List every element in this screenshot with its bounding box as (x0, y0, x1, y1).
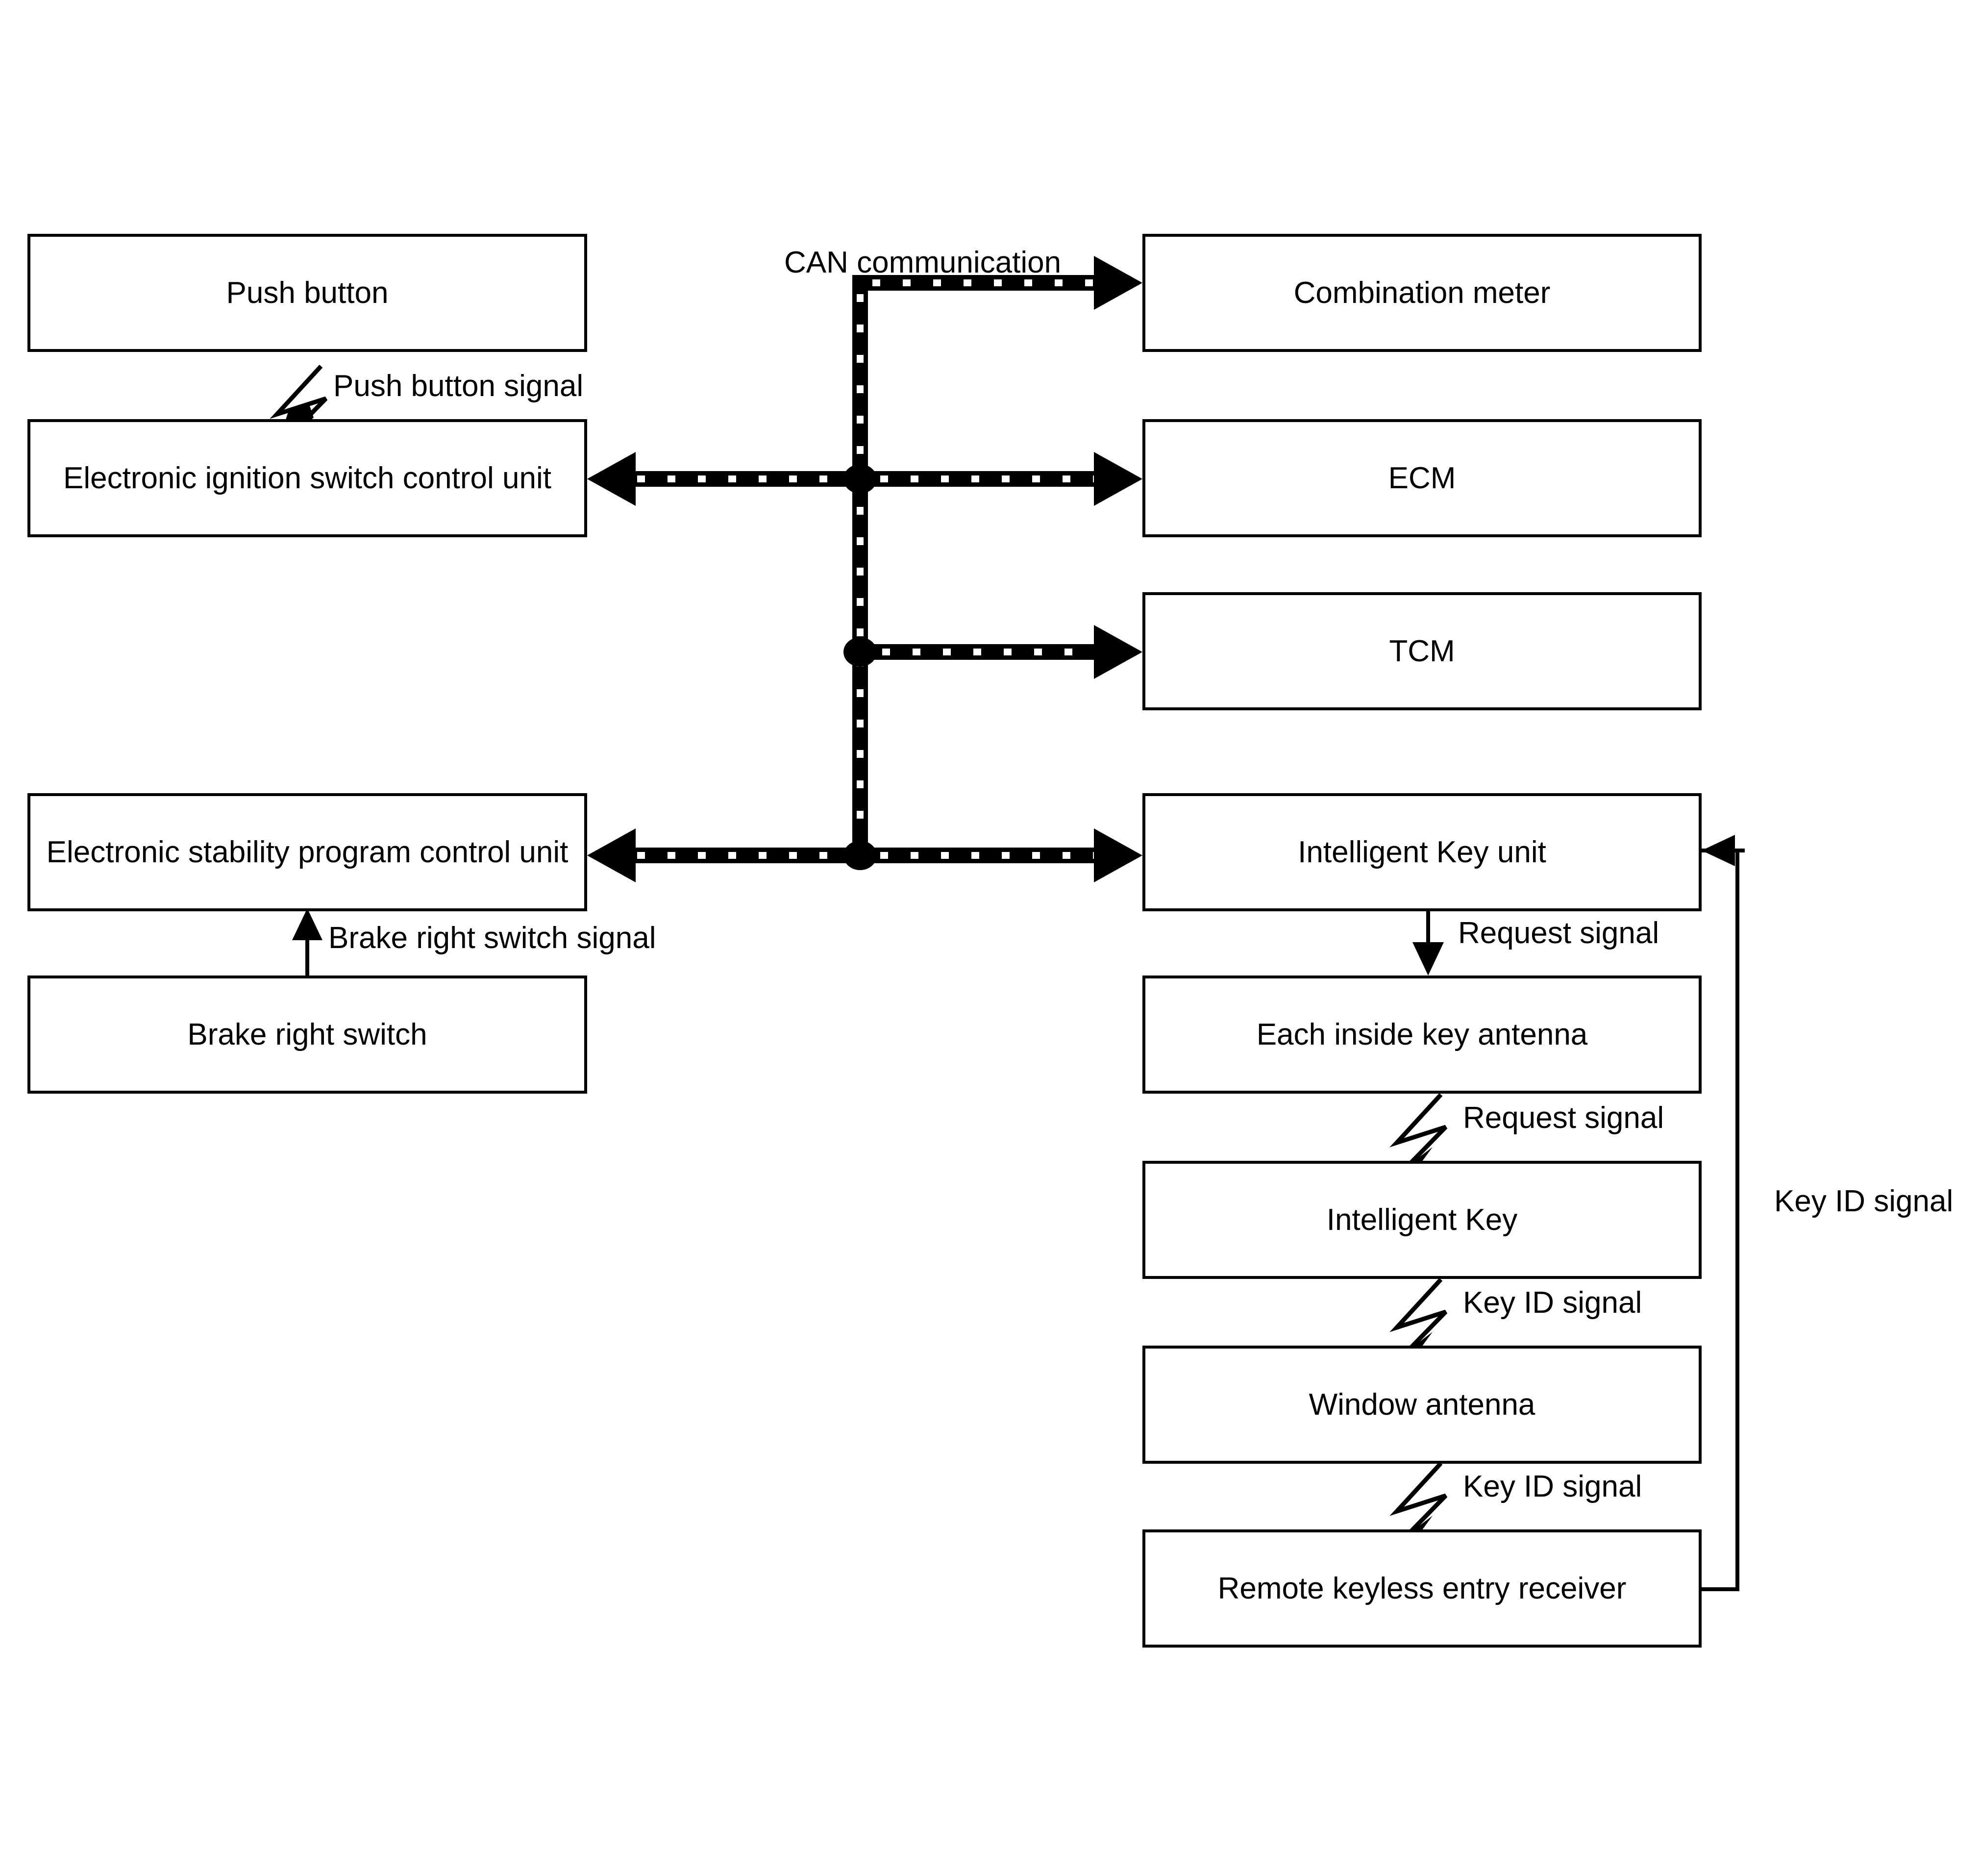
label-request-signal-unit-to-antenna: Request signal (1458, 916, 1659, 950)
node-label: Each inside key antenna (1256, 1017, 1588, 1051)
can-arrowhead-intelligent-key-unit (1094, 828, 1142, 882)
can-arrowhead-combination-meter (1094, 256, 1142, 310)
label-brake-right-switch-signal: Brake right switch signal (328, 921, 656, 955)
node-intelligent-key[interactable]: Intelligent Key (1142, 1161, 1702, 1279)
can-bus-junction-dots (843, 464, 877, 870)
node-label: TCM (1389, 634, 1455, 668)
node-electronic-stability-program-control-unit[interactable]: Electronic stability program control uni… (27, 793, 587, 911)
node-label: Window antenna (1309, 1387, 1535, 1422)
node-label: Push button (226, 275, 389, 310)
node-push-button[interactable]: Push button (27, 234, 587, 352)
node-remote-keyless-entry-receiver[interactable]: Remote keyless entry receiver (1142, 1529, 1702, 1648)
label-request-signal-antenna-to-key: Request signal (1463, 1101, 1664, 1135)
arrow-request-signal-to-antenna (1412, 911, 1444, 976)
node-label: Electronic ignition switch control unit (63, 461, 551, 495)
node-brake-right-switch[interactable]: Brake right switch (27, 976, 587, 1094)
node-intelligent-key-unit[interactable]: Intelligent Key unit (1142, 793, 1702, 911)
can-arrowhead-electronic-stability-program-control-unit (587, 828, 636, 882)
node-label: Combination meter (1293, 275, 1551, 310)
junction-dot-tcm-row (843, 637, 877, 667)
label-can-communication: CAN communication (784, 246, 1062, 279)
node-window-antenna[interactable]: Window antenna (1142, 1346, 1702, 1464)
label-key-id-signal-return: Key ID signal (1774, 1184, 1954, 1218)
node-label: Intelligent Key unit (1298, 835, 1546, 869)
can-arrowhead-electronic-ignition-switch-control-unit (587, 452, 636, 506)
can-bus-dash-overlay (637, 279, 1110, 859)
node-ecm[interactable]: ECM (1142, 419, 1702, 537)
label-push-button-signal: Push button signal (333, 369, 584, 403)
can-arrowhead-ecm (1094, 452, 1142, 506)
can-arrowhead-tcm (1094, 625, 1142, 679)
can-bus-trunk (622, 275, 1120, 863)
arrow-brake-right-switch-signal (292, 908, 322, 976)
node-label: Remote keyless entry receiver (1217, 1571, 1627, 1605)
label-key-id-signal-window-to-receiver: Key ID signal (1463, 1470, 1642, 1503)
node-label: Intelligent Key (1326, 1202, 1518, 1237)
junction-dot-key-row (843, 841, 877, 870)
can-bus-arrowheads (587, 256, 1142, 882)
node-electronic-ignition-switch-control-unit[interactable]: Electronic ignition switch control unit (27, 419, 587, 537)
node-each-inside-key-antenna[interactable]: Each inside key antenna (1142, 976, 1702, 1094)
node-label: Electronic stability program control uni… (46, 835, 569, 869)
node-combination-meter[interactable]: Combination meter (1142, 234, 1702, 352)
node-label: Brake right switch (187, 1017, 427, 1051)
node-tcm[interactable]: TCM (1142, 592, 1702, 710)
node-label: ECM (1388, 461, 1456, 495)
junction-dot-ecm-row (843, 464, 877, 494)
label-key-id-signal-key-to-window: Key ID signal (1463, 1286, 1642, 1320)
